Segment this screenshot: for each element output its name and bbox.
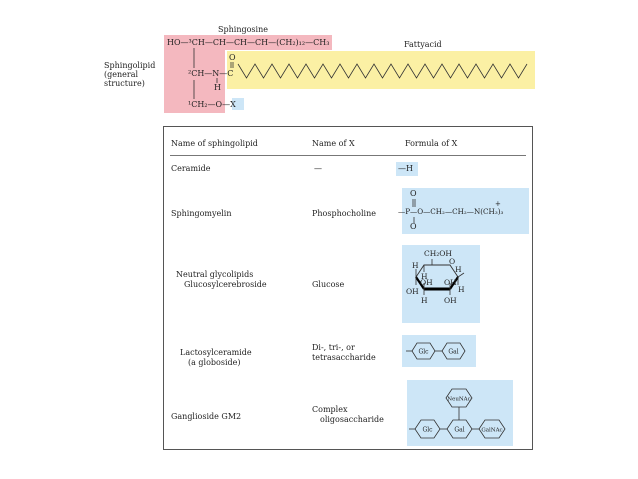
sphingosine-label: Sphingosine (218, 25, 268, 34)
svg-text:Gal: Gal (448, 349, 458, 356)
svg-text:Gal: Gal (454, 427, 464, 434)
row-ceramide-name: Ceramide (171, 164, 211, 173)
hex-gal (441, 342, 466, 360)
ceramide-formula-box (396, 162, 418, 176)
hex-gal (446, 419, 473, 439)
row-glycolipid-x: Glucose (312, 280, 345, 289)
row-sphingomyelin-x: Phosphocholine (312, 209, 376, 218)
row-lacto-x: Di-, tri-, or tetrasaccharide (312, 343, 376, 362)
glucose-h2: H (412, 261, 419, 270)
glucose-h3: H (455, 265, 462, 274)
svg-text:Glc: Glc (418, 349, 429, 356)
fattyacid-label: Fattyacid (404, 40, 442, 49)
glucose-h1: H (421, 272, 428, 281)
hex-glc (414, 419, 441, 439)
row-ceramide-formula: —H (398, 164, 413, 173)
row-gm2-x: Complex oligosaccharide (312, 405, 384, 424)
hex-galnac (478, 419, 506, 439)
row-sphingomyelin-name: Sphingomyelin (171, 209, 232, 218)
header-x-formula: Formula of X (405, 139, 458, 148)
glucose-h4: H (458, 285, 465, 294)
sphingolipid-table: Name of sphingolipid Name of X Formula o… (163, 126, 533, 450)
glucose-formula-box (402, 245, 480, 323)
amide-hydrogen: H (214, 83, 221, 92)
lacto-sugars: Glc Gal (406, 342, 466, 360)
header-sphingolipid: Name of sphingolipid (171, 139, 258, 148)
sphingolipid-label: Sphingolipid (general structure) (104, 61, 156, 88)
row-lacto-name: Lactosylceramide (a globoside) (180, 348, 252, 367)
glucose-oh2: OH (444, 278, 457, 287)
glucose-h5: H (421, 296, 428, 305)
header-x-name: Name of X (312, 139, 355, 148)
phosphate-o-top: O (410, 189, 417, 198)
structure-bonds (193, 48, 528, 99)
hex-neunac (445, 388, 473, 408)
glucose-oh4: OH (444, 296, 457, 305)
svg-text:Glc: Glc (422, 427, 433, 434)
svg-text:GalNAc: GalNAc (481, 428, 502, 434)
phosphate-bonds (412, 199, 416, 223)
row-glycolipid-name: Neutral glycolipids Glucosylcerebroside (176, 270, 267, 289)
x-group-highlight (232, 98, 244, 110)
amide-group: ²CH—N—C (188, 69, 234, 78)
header-divider (170, 155, 526, 156)
glucose-ch2oh: CH₂OH (424, 249, 452, 258)
phosphocholine-formula-box (402, 188, 529, 234)
glucose-oh1: OH (420, 278, 433, 287)
glucose-oh3: OH (406, 287, 419, 296)
row-gm2-name: Ganglioside GM2 (171, 412, 242, 421)
hex-glc (411, 342, 436, 360)
fattyacid-highlight (227, 51, 535, 89)
glucose-ring: CH₂OH O H H OH OH OH H H H OH (406, 249, 465, 305)
c1-group: ¹CH₂—O—X (188, 100, 236, 109)
sphingosine-chain: HO—³CH—CH—CH—CH—(CH₂)₁₂—CH₃ (167, 38, 330, 47)
carbonyl-oxygen: O (229, 53, 236, 62)
svg-text:NeuNAc: NeuNAc (447, 397, 470, 403)
glucose-ring-o: O (449, 257, 455, 266)
row-ceramide-x: — (314, 164, 322, 173)
gm2-sugars: Glc Gal GalNAc NeuNAc (409, 388, 506, 439)
row-sphingomyelin-formula: —P—O—CH₂—CH₂—N(CH₃)₃ (398, 207, 504, 216)
ammonium-charge: + (495, 200, 501, 208)
general-structure-diagram: Sphingolipid (general structure) Sphingo… (0, 0, 638, 120)
fatty-acid-chain (237, 63, 528, 79)
phosphate-o-bottom: O (410, 222, 417, 231)
